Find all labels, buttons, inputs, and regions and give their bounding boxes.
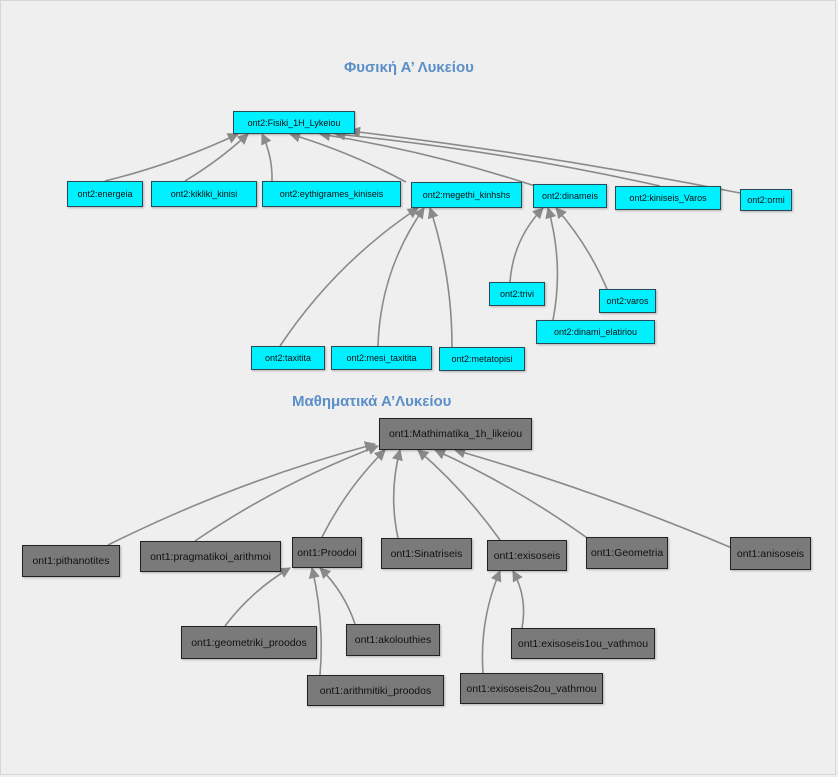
math-title: Μαθηματικά Α’Λυκείου bbox=[292, 393, 452, 410]
edge-anisoseis bbox=[453, 447, 733, 549]
edge-geometriki bbox=[224, 567, 291, 627]
edge-kiniseis-varos bbox=[333, 129, 661, 187]
node-megethi-kinhshs[interactable]: ont2:megethi_kinhshs bbox=[411, 182, 522, 208]
edge-energeia bbox=[104, 133, 240, 182]
edge-dinami bbox=[545, 206, 559, 321]
edge-taxitita bbox=[279, 207, 419, 347]
node-trivi[interactable]: ont2:trivi bbox=[489, 282, 545, 306]
node-mathimatika-root[interactable]: ont1:Mathimatika_1h_likeiou bbox=[379, 418, 532, 450]
edge-trivi bbox=[509, 207, 544, 283]
edge-dinameis bbox=[318, 130, 536, 187]
physics-title: Φυσική Α’ Λυκείου bbox=[344, 59, 474, 76]
node-ormi[interactable]: ont2:ormi bbox=[740, 189, 792, 211]
node-dinameis[interactable]: ont2:dinameis bbox=[533, 184, 607, 208]
node-dinami-elatiriou[interactable]: ont2:dinami_elatiriou bbox=[536, 320, 655, 344]
edge-pithanotites bbox=[107, 441, 377, 546]
node-kikliki-kinisi[interactable]: ont2:kikliki_kinisi bbox=[151, 181, 257, 207]
node-energeia[interactable]: ont2:energeia bbox=[67, 181, 143, 207]
node-eythigrames-kiniseis[interactable]: ont2:eythigrames_kiniseis bbox=[262, 181, 401, 207]
edge-metatopisi bbox=[427, 206, 453, 348]
node-geometria[interactable]: ont1:Geometria bbox=[586, 537, 668, 569]
edge-megethi bbox=[288, 131, 407, 183]
node-arithmitiki-proodos[interactable]: ont1:arithmitiki_proodos bbox=[307, 675, 444, 706]
edge-proodoi bbox=[321, 449, 386, 538]
node-kiniseis-varos[interactable]: ont2:kiniseis_Varos bbox=[615, 186, 721, 210]
edge-exisoseis2 bbox=[481, 569, 502, 674]
node-metatopisi[interactable]: ont2:metatopisi bbox=[439, 347, 525, 371]
node-taxitita[interactable]: ont2:taxitita bbox=[251, 346, 325, 370]
node-pithanotites[interactable]: ont1:pithanotites bbox=[22, 545, 120, 577]
node-fisiki-root[interactable]: ont2:Fisiki_1H_Lykeiou bbox=[233, 111, 355, 134]
node-sinatriseis[interactable]: ont1:Sinatriseis bbox=[381, 538, 472, 569]
edge-eythi bbox=[261, 132, 273, 182]
edge-exisoseis bbox=[417, 449, 501, 541]
node-varos[interactable]: ont2:varos bbox=[599, 289, 656, 313]
edge-arithmitiki bbox=[308, 566, 323, 676]
edge-kikliki bbox=[184, 133, 249, 182]
node-proodoi[interactable]: ont1:Proodoi bbox=[292, 537, 362, 568]
edge-mesi bbox=[377, 207, 425, 347]
node-mesi-taxitita[interactable]: ont2:mesi_taxitita bbox=[331, 346, 432, 370]
node-akolouthies[interactable]: ont1:akolouthies bbox=[346, 624, 440, 656]
edge-exisoseis1 bbox=[512, 570, 525, 629]
node-pragmatikoi-arithmoi[interactable]: ont1:pragmatikoi_arithmoi bbox=[140, 541, 281, 572]
edge-ormi bbox=[348, 126, 746, 195]
edge-geometria bbox=[433, 449, 591, 541]
edge-varos bbox=[555, 207, 608, 290]
edge-akolouthies bbox=[319, 567, 356, 625]
node-anisoseis[interactable]: ont1:anisoseis bbox=[730, 537, 811, 570]
node-exisoseis1ou-vathmou[interactable]: ont1:exisoseis1ou_vathmou bbox=[511, 628, 655, 659]
node-exisoseis2ou-vathmou[interactable]: ont1:exisoseis2ou_vathmou bbox=[460, 673, 603, 704]
node-exisoseis[interactable]: ont1:exisoseis bbox=[487, 540, 567, 571]
node-geometriki-proodos[interactable]: ont1:geometriki_proodos bbox=[181, 626, 317, 659]
edge-sinatriseis bbox=[392, 448, 403, 539]
edge-pragmatikoi bbox=[194, 444, 380, 542]
